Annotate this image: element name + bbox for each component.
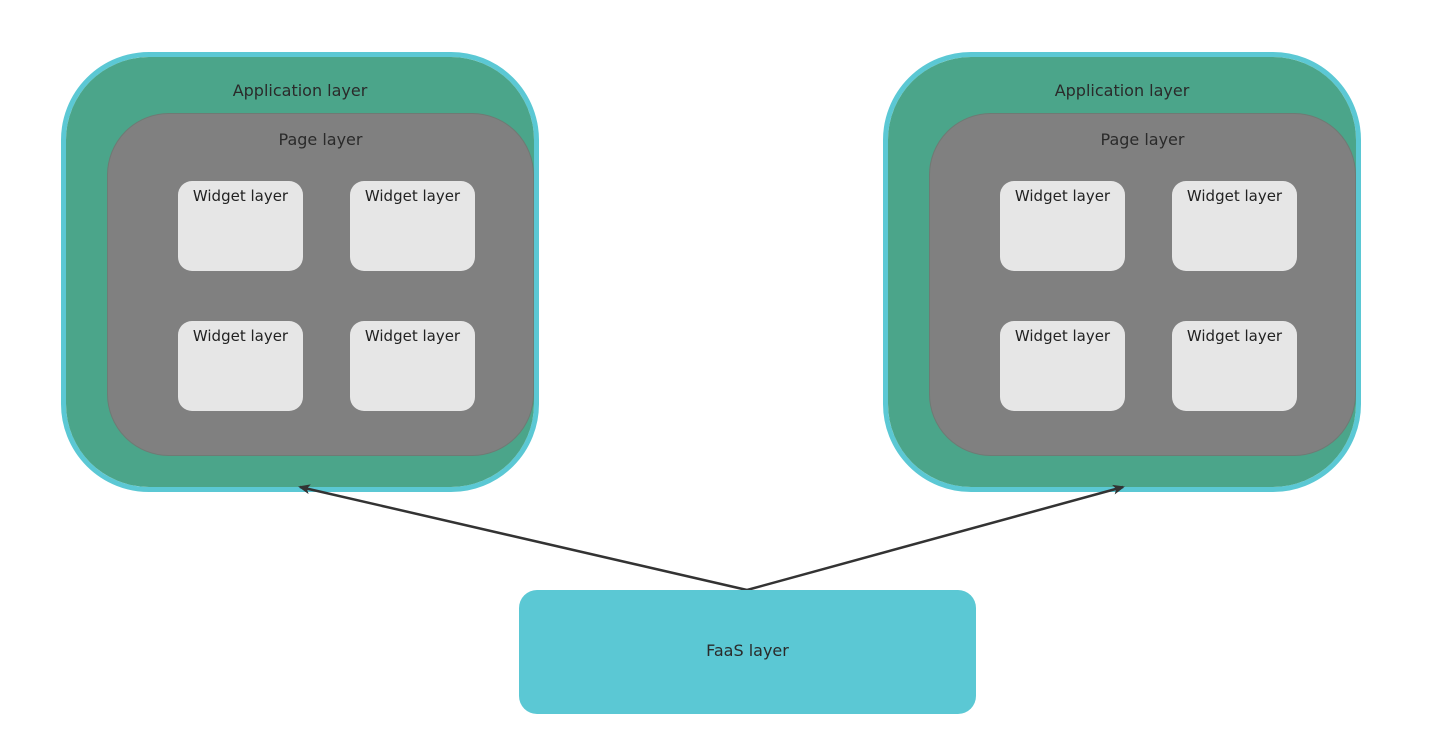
widget-layer: Widget layer (1000, 181, 1125, 271)
widget-layer-label: Widget layer (192, 187, 289, 205)
widget-layer-label: Widget layer (364, 327, 461, 345)
widget-layer: Widget layer (350, 181, 475, 271)
widget-layer: Widget layer (1172, 181, 1297, 271)
arrow-faas-to-left-app (298, 484, 748, 592)
widget-layer: Widget layer (178, 181, 303, 271)
application-layer-label: Application layer (232, 81, 368, 100)
page-layer-left: Page layer Widget layer Widget layer Wid… (107, 113, 534, 456)
application-layer-label: Application layer (1054, 81, 1190, 100)
widget-layer-label: Widget layer (364, 187, 461, 205)
widget-layer-label: Widget layer (1186, 327, 1283, 345)
page-layer-right: Page layer Widget layer Widget layer Wid… (929, 113, 1356, 456)
application-layer-right: Application layer Page layer Widget laye… (883, 52, 1361, 492)
faas-layer-label: FaaS layer (706, 641, 789, 660)
widget-layer-label: Widget layer (1014, 187, 1111, 205)
arrow-faas-to-right-app (746, 484, 1125, 592)
widget-layer-label: Widget layer (1186, 187, 1283, 205)
page-layer-label: Page layer (1100, 130, 1185, 149)
widget-layer-label: Widget layer (1014, 327, 1111, 345)
page-layer-label: Page layer (278, 130, 363, 149)
application-layer-left: Application layer Page layer Widget laye… (61, 52, 539, 492)
widget-layer: Widget layer (1000, 321, 1125, 411)
faas-layer: FaaS layer (519, 590, 976, 714)
widget-layer: Widget layer (350, 321, 475, 411)
widget-layer: Widget layer (1172, 321, 1297, 411)
widget-layer: Widget layer (178, 321, 303, 411)
widget-layer-label: Widget layer (192, 327, 289, 345)
